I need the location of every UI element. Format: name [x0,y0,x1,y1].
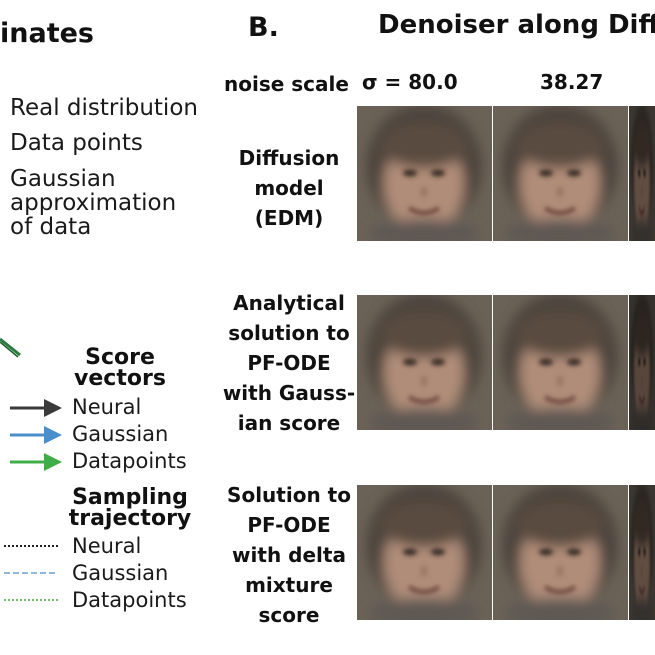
face-image-row0-col2 [629,106,655,241]
datapoints-arrow-icon [10,453,62,471]
datapoints-dotted-line-icon [4,599,58,601]
panel-b-letter: B. [248,12,279,43]
plot-fragment [0,337,21,358]
sigma-value-1: 38.27 [540,70,604,94]
neural-arrow-icon [10,399,62,417]
face-image-row0-col1 [493,106,628,241]
sigma-value-0: σ = 80.0 [362,70,458,94]
trajectory-legend-datapoints: Datapoints [72,588,187,612]
face-image-row2-col2 [629,485,655,620]
gaussian-arrow-icon [10,426,62,444]
face-image-row1-col1 [493,295,628,430]
face-image-row1-col0 [357,295,492,430]
score-legend-gaussian: Gaussian [72,422,169,446]
trajectory-legend-neural: Neural [72,534,142,558]
face-image-row2-col1 [493,485,628,620]
legend-real-distribution: Real distribution [10,95,198,121]
score-vectors-heading: Score vectors [74,345,166,391]
trajectory-legend-gaussian: Gaussian [72,561,169,585]
noise-scale-label: noise scale [224,72,349,96]
legend-data-points: Data points [10,130,143,156]
row-label-gaussian-score: Analytical solution to PF-ODE with Gauss… [222,291,356,435]
legend-gaussian-approximation: Gaussian approximation of data [10,166,177,240]
panel-a-title-fragment: inates [0,18,94,49]
score-legend-datapoints: Datapoints [72,449,187,473]
neural-dotted-line-icon [4,545,58,547]
face-image-row0-col0 [357,106,492,241]
score-legend-neural: Neural [72,395,142,419]
row-label-delta-mixture: Solution to PF-ODE with delta mixture sc… [227,483,351,627]
row-label-diffusion-model: Diffusion model (EDM) [238,146,340,230]
sampling-trajectory-heading: Sampling trajectory [68,485,192,531]
face-image-row2-col0 [357,485,492,620]
gaussian-dashed-line-icon [4,572,58,574]
face-image-row1-col2 [629,295,655,430]
panel-b-title: Denoiser along Diff [378,10,655,40]
